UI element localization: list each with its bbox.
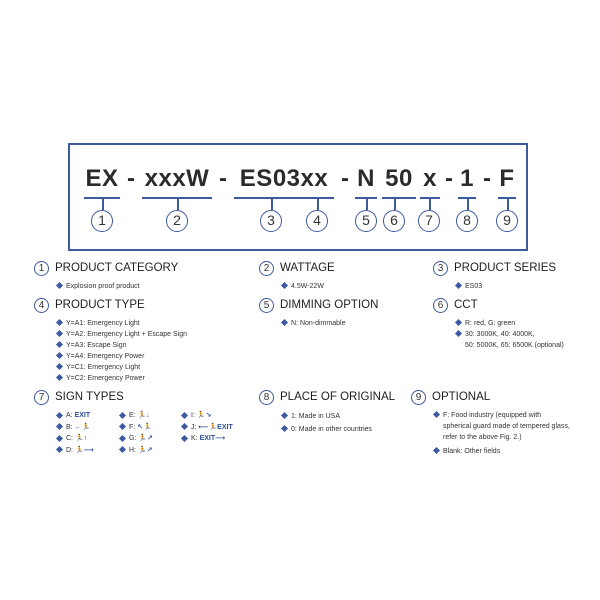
code-marker-6: 6 bbox=[383, 210, 405, 232]
list-item: Y=A3: Escape Sign bbox=[55, 340, 187, 351]
sign-symbol: ←🏃 bbox=[74, 423, 91, 431]
section-number: 7 bbox=[34, 390, 49, 405]
code-separator: - bbox=[127, 165, 135, 192]
list-item: Y=C2: Emergency Power bbox=[55, 373, 187, 384]
code-segment-dimming: N bbox=[355, 159, 377, 199]
code-segment-series: ES03xx bbox=[234, 159, 334, 199]
sign-symbol: 🏃↑ bbox=[74, 435, 88, 442]
list-item: 0: Made in other countries bbox=[280, 423, 372, 436]
section-number: 8 bbox=[259, 390, 274, 405]
sign-type-item: K: EXIT⟶ bbox=[180, 433, 233, 445]
list-item: Y=A4: Emergency Power bbox=[55, 351, 187, 362]
section-dimming-option: 5 DIMMING OPTION N: Non-dimmable bbox=[259, 298, 378, 329]
sign-type-item: H: 🏃↗ bbox=[118, 445, 153, 457]
list-item: 4.5W-22W bbox=[280, 281, 324, 292]
code-marker-1: 1 bbox=[91, 210, 113, 232]
list-item: 1: Made in USA bbox=[280, 410, 372, 423]
section-wattage: 2 WATTAGE 4.5W-22W bbox=[259, 261, 335, 292]
section-number: 3 bbox=[433, 261, 448, 276]
section-product-type: 4 PRODUCT TYPE Y=A1: Emergency Light Y=A… bbox=[34, 298, 187, 384]
list-item: Explosion proof product bbox=[55, 281, 140, 292]
sign-types-grid: A: EXIT B: ←🏃 C: 🏃↑ D: 🏃⟶ E: 🏃↓ F: ↖🏃 G:… bbox=[55, 410, 257, 470]
section-number: 4 bbox=[34, 298, 49, 313]
model-code-box: EX - xxxW - ES03xx - N 50 x - 1 - F 1 2 … bbox=[68, 143, 528, 251]
sign-type-item: I: 🏃↘ bbox=[180, 410, 233, 422]
code-marker-3: 3 bbox=[260, 210, 282, 232]
section-sign-types: 7 SIGN TYPES A: EXIT B: ←🏃 C: 🏃↑ D: 🏃⟶ E… bbox=[34, 390, 257, 470]
list-item: Blank: Other fields bbox=[432, 446, 570, 457]
section-number: 5 bbox=[259, 298, 274, 313]
sign-symbol: 🏃↘ bbox=[196, 412, 212, 419]
section-title: SIGN TYPES bbox=[55, 391, 124, 403]
sign-type-item: B: ←🏃 bbox=[55, 422, 94, 434]
section-optional: 9 OPTIONAL F: Food industry (equipped wi… bbox=[411, 390, 570, 457]
list-item: R: red, G: green bbox=[454, 318, 564, 329]
section-title: DIMMING OPTION bbox=[280, 299, 379, 311]
section-title: WATTAGE bbox=[280, 262, 335, 274]
sign-type-item: C: 🏃↑ bbox=[55, 433, 94, 445]
sign-type-item: F: ↖🏃 bbox=[118, 422, 153, 434]
code-separator: - bbox=[341, 165, 349, 192]
list-item: ES03 bbox=[454, 281, 482, 292]
code-segment-sign: x bbox=[420, 159, 440, 199]
code-segment-ex: EX bbox=[84, 159, 120, 199]
sign-symbol: 🏃↗ bbox=[138, 435, 153, 442]
sign-symbol: 🏃↓ bbox=[137, 412, 150, 419]
code-marker-2: 2 bbox=[166, 210, 188, 232]
list-item: Y=A2: Emergency Light + Escape Sign bbox=[55, 329, 187, 340]
code-segment-optional: F bbox=[498, 159, 516, 199]
code-marker-4: 4 bbox=[306, 210, 328, 232]
section-title: PLACE OF ORIGINAL bbox=[280, 391, 396, 403]
code-segment-place: 1 bbox=[458, 159, 476, 199]
code-marker-8: 8 bbox=[456, 210, 478, 232]
list-item: Y=C1: Emergency Light bbox=[55, 362, 187, 373]
sign-symbol: 🏃↗ bbox=[137, 446, 153, 454]
sign-type-item: D: 🏃⟶ bbox=[55, 445, 94, 457]
list-item: 50: 5000K, 65: 6500K (optional) bbox=[465, 342, 564, 349]
section-product-series: 3 PRODUCT SERIES ES03 bbox=[433, 261, 556, 292]
list-item: F: Food industry (equipped with bbox=[432, 410, 570, 421]
code-segment-cct: 50 bbox=[382, 159, 416, 199]
section-number: 1 bbox=[34, 261, 49, 276]
list-item-continuation: refer to the above Fig. 2.) bbox=[443, 434, 522, 441]
sign-symbol: EXIT⟶ bbox=[199, 435, 226, 442]
sign-symbol: ↖🏃 bbox=[137, 423, 152, 431]
section-title: CCT bbox=[454, 299, 478, 311]
list-item: N: Non-dimmable bbox=[280, 318, 345, 329]
sign-symbol: EXIT bbox=[74, 412, 91, 419]
section-cct: 6 CCT R: red, G: green 30: 3000K, 40: 40… bbox=[433, 298, 564, 351]
section-number: 9 bbox=[411, 390, 426, 405]
section-title: PRODUCT CATEGORY bbox=[55, 262, 179, 274]
code-segment-wattage: xxxW bbox=[142, 159, 212, 199]
section-number: 2 bbox=[259, 261, 274, 276]
sign-type-item: E: 🏃↓ bbox=[118, 410, 153, 422]
code-marker-9: 9 bbox=[496, 210, 518, 232]
code-separator: - bbox=[445, 165, 453, 192]
section-number: 6 bbox=[433, 298, 448, 313]
section-product-category: 1 PRODUCT CATEGORY Explosion proof produ… bbox=[34, 261, 178, 292]
section-title: PRODUCT SERIES bbox=[454, 262, 557, 274]
sign-type-item: J: ⟵🏃EXIT bbox=[180, 422, 233, 434]
list-item: 30: 3000K, 40: 4000K, bbox=[454, 329, 564, 340]
section-place-of-original: 8 PLACE OF ORIGINAL 1: Made in USA 0: Ma… bbox=[259, 390, 395, 436]
list-item: Y=A1: Emergency Light bbox=[55, 318, 187, 329]
sign-type-item: G: 🏃↗ bbox=[118, 433, 153, 445]
code-marker-7: 7 bbox=[418, 210, 440, 232]
sign-type-item: A: EXIT bbox=[55, 410, 94, 422]
code-separator: - bbox=[483, 165, 491, 192]
code-marker-5: 5 bbox=[355, 210, 377, 232]
code-separator: - bbox=[219, 165, 227, 192]
list-item-continuation: spherical guard made of tempered glass, bbox=[443, 423, 570, 430]
sign-symbol: ⟵🏃EXIT bbox=[198, 423, 233, 431]
sign-symbol: 🏃⟶ bbox=[74, 446, 94, 454]
section-title: PRODUCT TYPE bbox=[55, 299, 145, 311]
section-title: OPTIONAL bbox=[432, 391, 491, 403]
